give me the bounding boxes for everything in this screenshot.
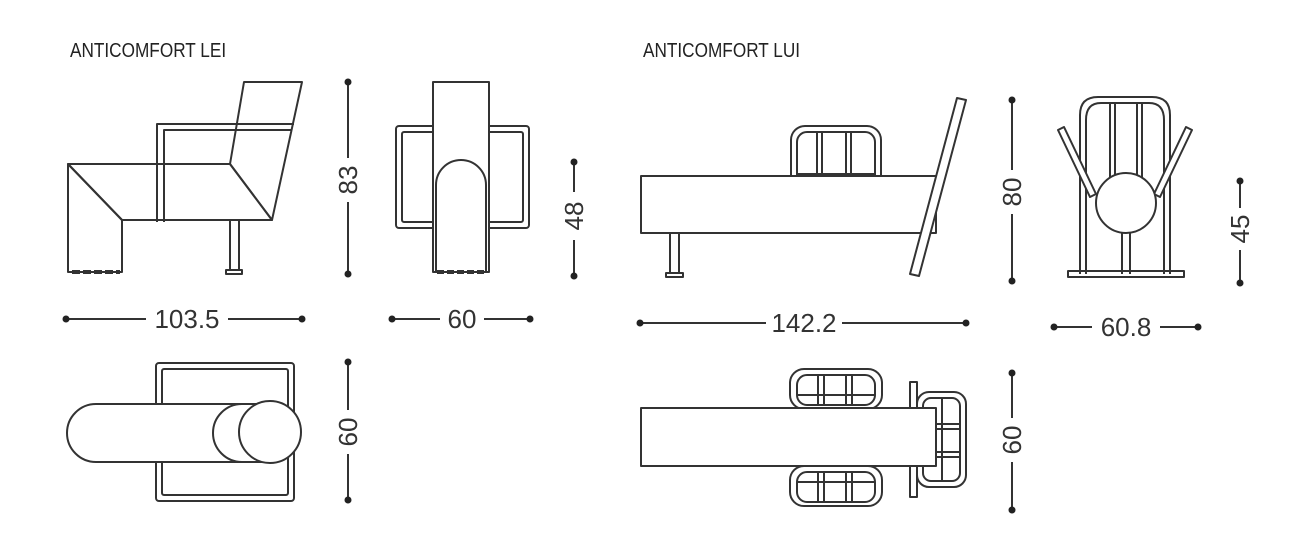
lei-top-view [66,362,302,502]
lui-title: ANTICOMFORT LUI [643,40,801,62]
dimension-lines [66,82,1241,510]
lei-front-width-label: 60 [448,304,477,334]
lei-title: ANTICOMFORT LEI [70,40,227,62]
lui-front-width-label: 60.8 [1101,312,1152,342]
lei-front-height-label: 48 [559,202,589,231]
lui-front-height-label: 45 [1225,215,1255,244]
lui-top-view [640,368,967,507]
lei-side-height-label: 83 [333,166,363,195]
dimension-endpoints [62,78,1244,514]
lei-top-depth-label: 60 [333,418,363,447]
lui-side-height-label: 80 [997,178,1027,207]
lei-front-view [395,81,530,274]
lui-front-view [1057,96,1193,278]
lei-side-width-label: 103.5 [154,304,219,334]
lui-side-width-label: 142.2 [771,308,836,338]
lui-side-view [640,97,967,278]
lei-side-view [67,81,303,275]
lui-top-depth-label: 60 [997,426,1027,455]
